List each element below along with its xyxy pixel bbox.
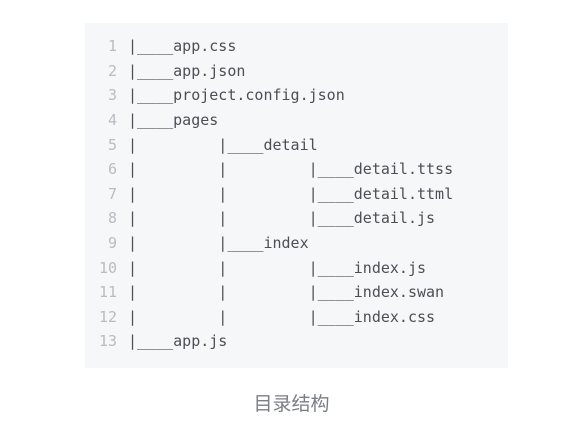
line-text: | |____detail [128,135,318,154]
line-text: | | |____detail.ttss [128,160,454,179]
line-number: 8 [107,209,117,228]
line-number: 7 [107,184,117,203]
line-number: 11 [98,283,117,302]
code-line: 7 | | |____detail.ttml [85,182,508,207]
line-number: 2 [107,61,117,80]
code-line: 6 | | |____detail.ttss [85,157,508,182]
line-text: |____app.json [128,61,246,80]
code-line: 11 | | |____index.swan [85,280,508,305]
line-number: 10 [98,258,117,277]
line-text: | | |____index.css [128,307,436,326]
line-text: |____app.js [128,332,228,351]
line-text: |____pages [128,111,219,130]
line-number: 9 [107,234,117,253]
code-line: 1 |____app.css [85,34,508,59]
line-text: | | |____index.swan [128,283,445,302]
line-number: 12 [98,307,117,326]
code-line: 10 | | |____index.js [85,255,508,280]
code-block: 1 |____app.css 2 |____app.json 3 |____proje… [85,23,508,368]
line-text: |____project.config.json [128,86,345,105]
code-line: 9 | |____index [85,231,508,256]
code-line: 13 |____app.js [85,329,508,354]
code-line: 3 |____project.config.json [85,83,508,108]
line-number: 1 [107,37,117,56]
figure-caption: 目录结构 [253,393,330,415]
code-line: 4 |____pages [85,108,508,133]
line-text: | | |____detail.js [128,209,436,228]
code-line: 8 | | |____detail.js [85,206,508,231]
line-text: | |____index [128,234,309,253]
line-number: 3 [107,86,117,105]
line-number: 6 [107,160,117,179]
line-text: | | |____detail.ttml [128,184,454,203]
code-line: 2 |____app.json [85,59,508,84]
code-line: 12 | | |____index.css [85,305,508,330]
line-number: 13 [98,332,117,351]
line-text: |____app.css [128,37,237,56]
line-number: 4 [107,111,117,130]
code-line: 5 | |____detail [85,132,508,157]
line-text: | | |____index.js [128,258,427,277]
line-number: 5 [107,135,117,154]
